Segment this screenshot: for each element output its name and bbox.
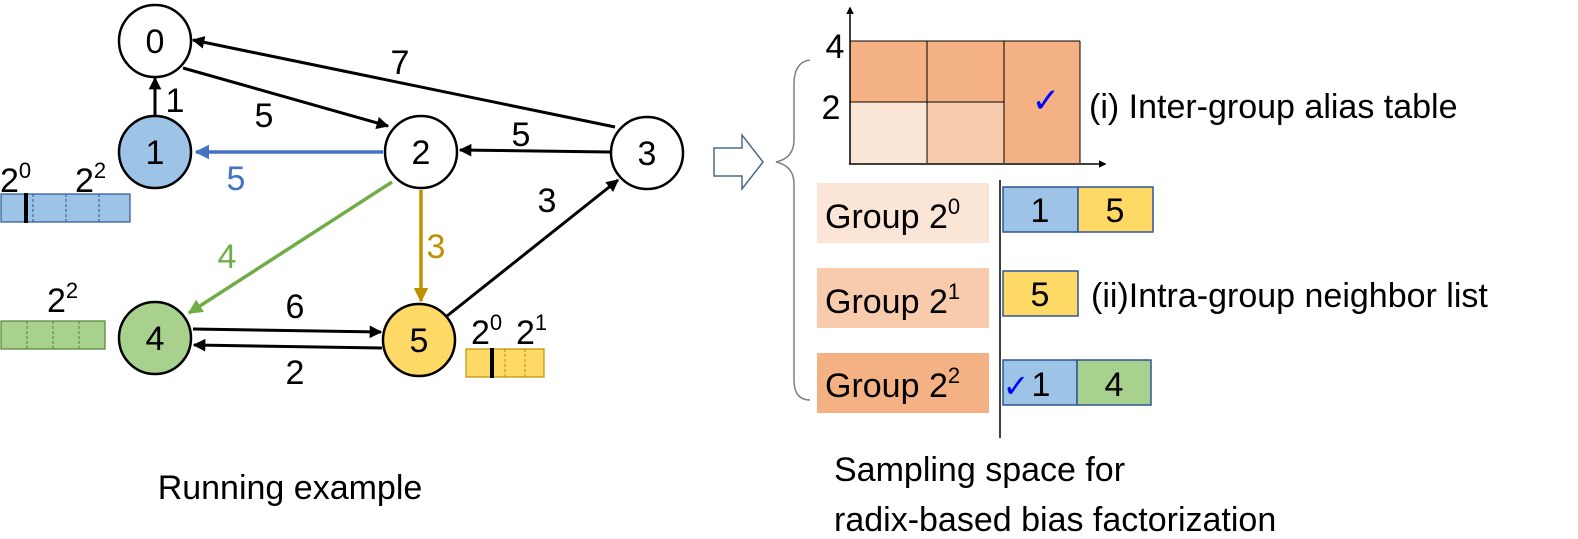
edge-3-0 xyxy=(191,36,616,129)
g2-item-1-text: 1 xyxy=(1032,366,1051,404)
edge-weights: 1 5 7 5 5 3 4 3 6 2 xyxy=(166,44,557,392)
node-0-circle xyxy=(117,3,193,79)
bias-label-node4: 22 xyxy=(47,278,78,320)
left-caption: Running example xyxy=(158,469,423,507)
right-caption-line1: Sampling space for xyxy=(834,451,1125,489)
group-2-1-label: Group 21 xyxy=(825,279,960,321)
bias-label-node5-b: 21 xyxy=(516,310,547,352)
group-2-2-box xyxy=(817,353,989,413)
node-5: 5 xyxy=(381,302,457,378)
group-2-1-box xyxy=(817,268,989,328)
edge-5-4 xyxy=(192,338,383,352)
edge-0-2 xyxy=(182,66,390,129)
g1-item-5 xyxy=(1002,270,1079,317)
bias-table-node-1: 20 22 xyxy=(0,158,131,223)
node-4-circle xyxy=(117,300,193,376)
node-5-label: 5 xyxy=(410,322,429,360)
weight-1-0: 1 xyxy=(166,82,185,120)
bias-table-node-5: 20 21 xyxy=(465,310,547,378)
node-2: 2 xyxy=(383,114,459,190)
bias-label-node1-a: 20 xyxy=(0,158,31,200)
g2-check-icon: ✓ xyxy=(1003,368,1030,404)
g1-item-5-text: 5 xyxy=(1031,276,1050,314)
weight-0-2: 5 xyxy=(255,97,274,135)
bias-bar-node4 xyxy=(0,320,106,350)
weight-2-5: 3 xyxy=(427,228,446,266)
weight-3-2: 5 xyxy=(512,116,531,154)
node-0-label: 0 xyxy=(146,23,165,61)
bias-bar-node5 xyxy=(465,348,545,378)
running-example-graph: 1 5 7 5 5 3 4 3 6 2 0 1 2 xyxy=(0,3,685,507)
node-4-label: 4 xyxy=(146,320,165,358)
weight-4-5: 6 xyxy=(286,288,305,326)
group-2-0-box xyxy=(817,183,989,243)
edge-2-4 xyxy=(187,180,393,315)
node-4: 4 xyxy=(117,300,193,376)
intra-group-neighbor-lists: Group 20 1 5 Group 21 5 (ii)Intra-group … xyxy=(817,180,1488,438)
group-2-2-label: Group 22 xyxy=(825,363,960,405)
weight-5-3: 3 xyxy=(538,182,557,220)
weight-2-1: 5 xyxy=(227,160,246,198)
alias-check-icon: ✓ xyxy=(1032,82,1061,120)
inter-group-alias-table: 4 2 ✓ (i) Inter-group alias table xyxy=(822,6,1458,168)
alias-cell-low-2 xyxy=(927,102,1004,163)
node-1-label: 1 xyxy=(146,134,165,172)
g0-item-5-text: 5 xyxy=(1106,192,1125,230)
group-2-0-label: Group 20 xyxy=(825,194,960,236)
curly-brace xyxy=(775,59,811,401)
g2-item-4-text: 4 xyxy=(1105,366,1124,404)
bias-bar-node1 xyxy=(0,193,131,223)
node-2-circle xyxy=(383,114,459,190)
intra-group-label: (ii)Intra-group neighbor list xyxy=(1091,277,1488,315)
edge-5-3 xyxy=(446,178,619,318)
edge-3-2 xyxy=(458,143,611,157)
alias-cell-high-2 xyxy=(927,41,1004,102)
transform-arrow-icon xyxy=(713,132,764,192)
g0-item-1-text: 1 xyxy=(1031,192,1050,230)
g2-item-1 xyxy=(1002,359,1078,406)
bias-label-node1-b: 22 xyxy=(75,158,106,200)
edge-4-5 xyxy=(192,325,383,339)
node-5-circle xyxy=(381,302,457,378)
node-3-circle xyxy=(609,115,685,191)
node-3: 3 xyxy=(609,115,685,191)
node-2-label: 2 xyxy=(412,134,431,172)
alias-cell-low-1 xyxy=(850,102,927,163)
graph-nodes: 0 1 2 3 4 5 xyxy=(117,3,685,378)
bias-table-node-4: 22 xyxy=(0,278,106,350)
weight-3-0: 7 xyxy=(391,44,410,82)
alias-ytick-2: 2 xyxy=(822,89,841,127)
weight-2-4: 4 xyxy=(218,238,237,276)
graph-edges xyxy=(148,36,619,352)
node-0: 0 xyxy=(117,3,193,79)
alias-ytick-4: 4 xyxy=(826,28,845,66)
node-1: 1 xyxy=(117,114,193,190)
right-caption-line2: radix-based bias factorization xyxy=(834,501,1276,539)
node-3-label: 3 xyxy=(638,135,657,173)
weight-5-4: 2 xyxy=(286,354,305,392)
g2-item-4 xyxy=(1076,359,1152,406)
node-1-circle xyxy=(117,114,193,190)
bias-label-node5-a: 20 xyxy=(471,310,502,352)
alias-table-label: (i) Inter-group alias table xyxy=(1089,88,1458,126)
g0-item-5 xyxy=(1077,186,1154,233)
